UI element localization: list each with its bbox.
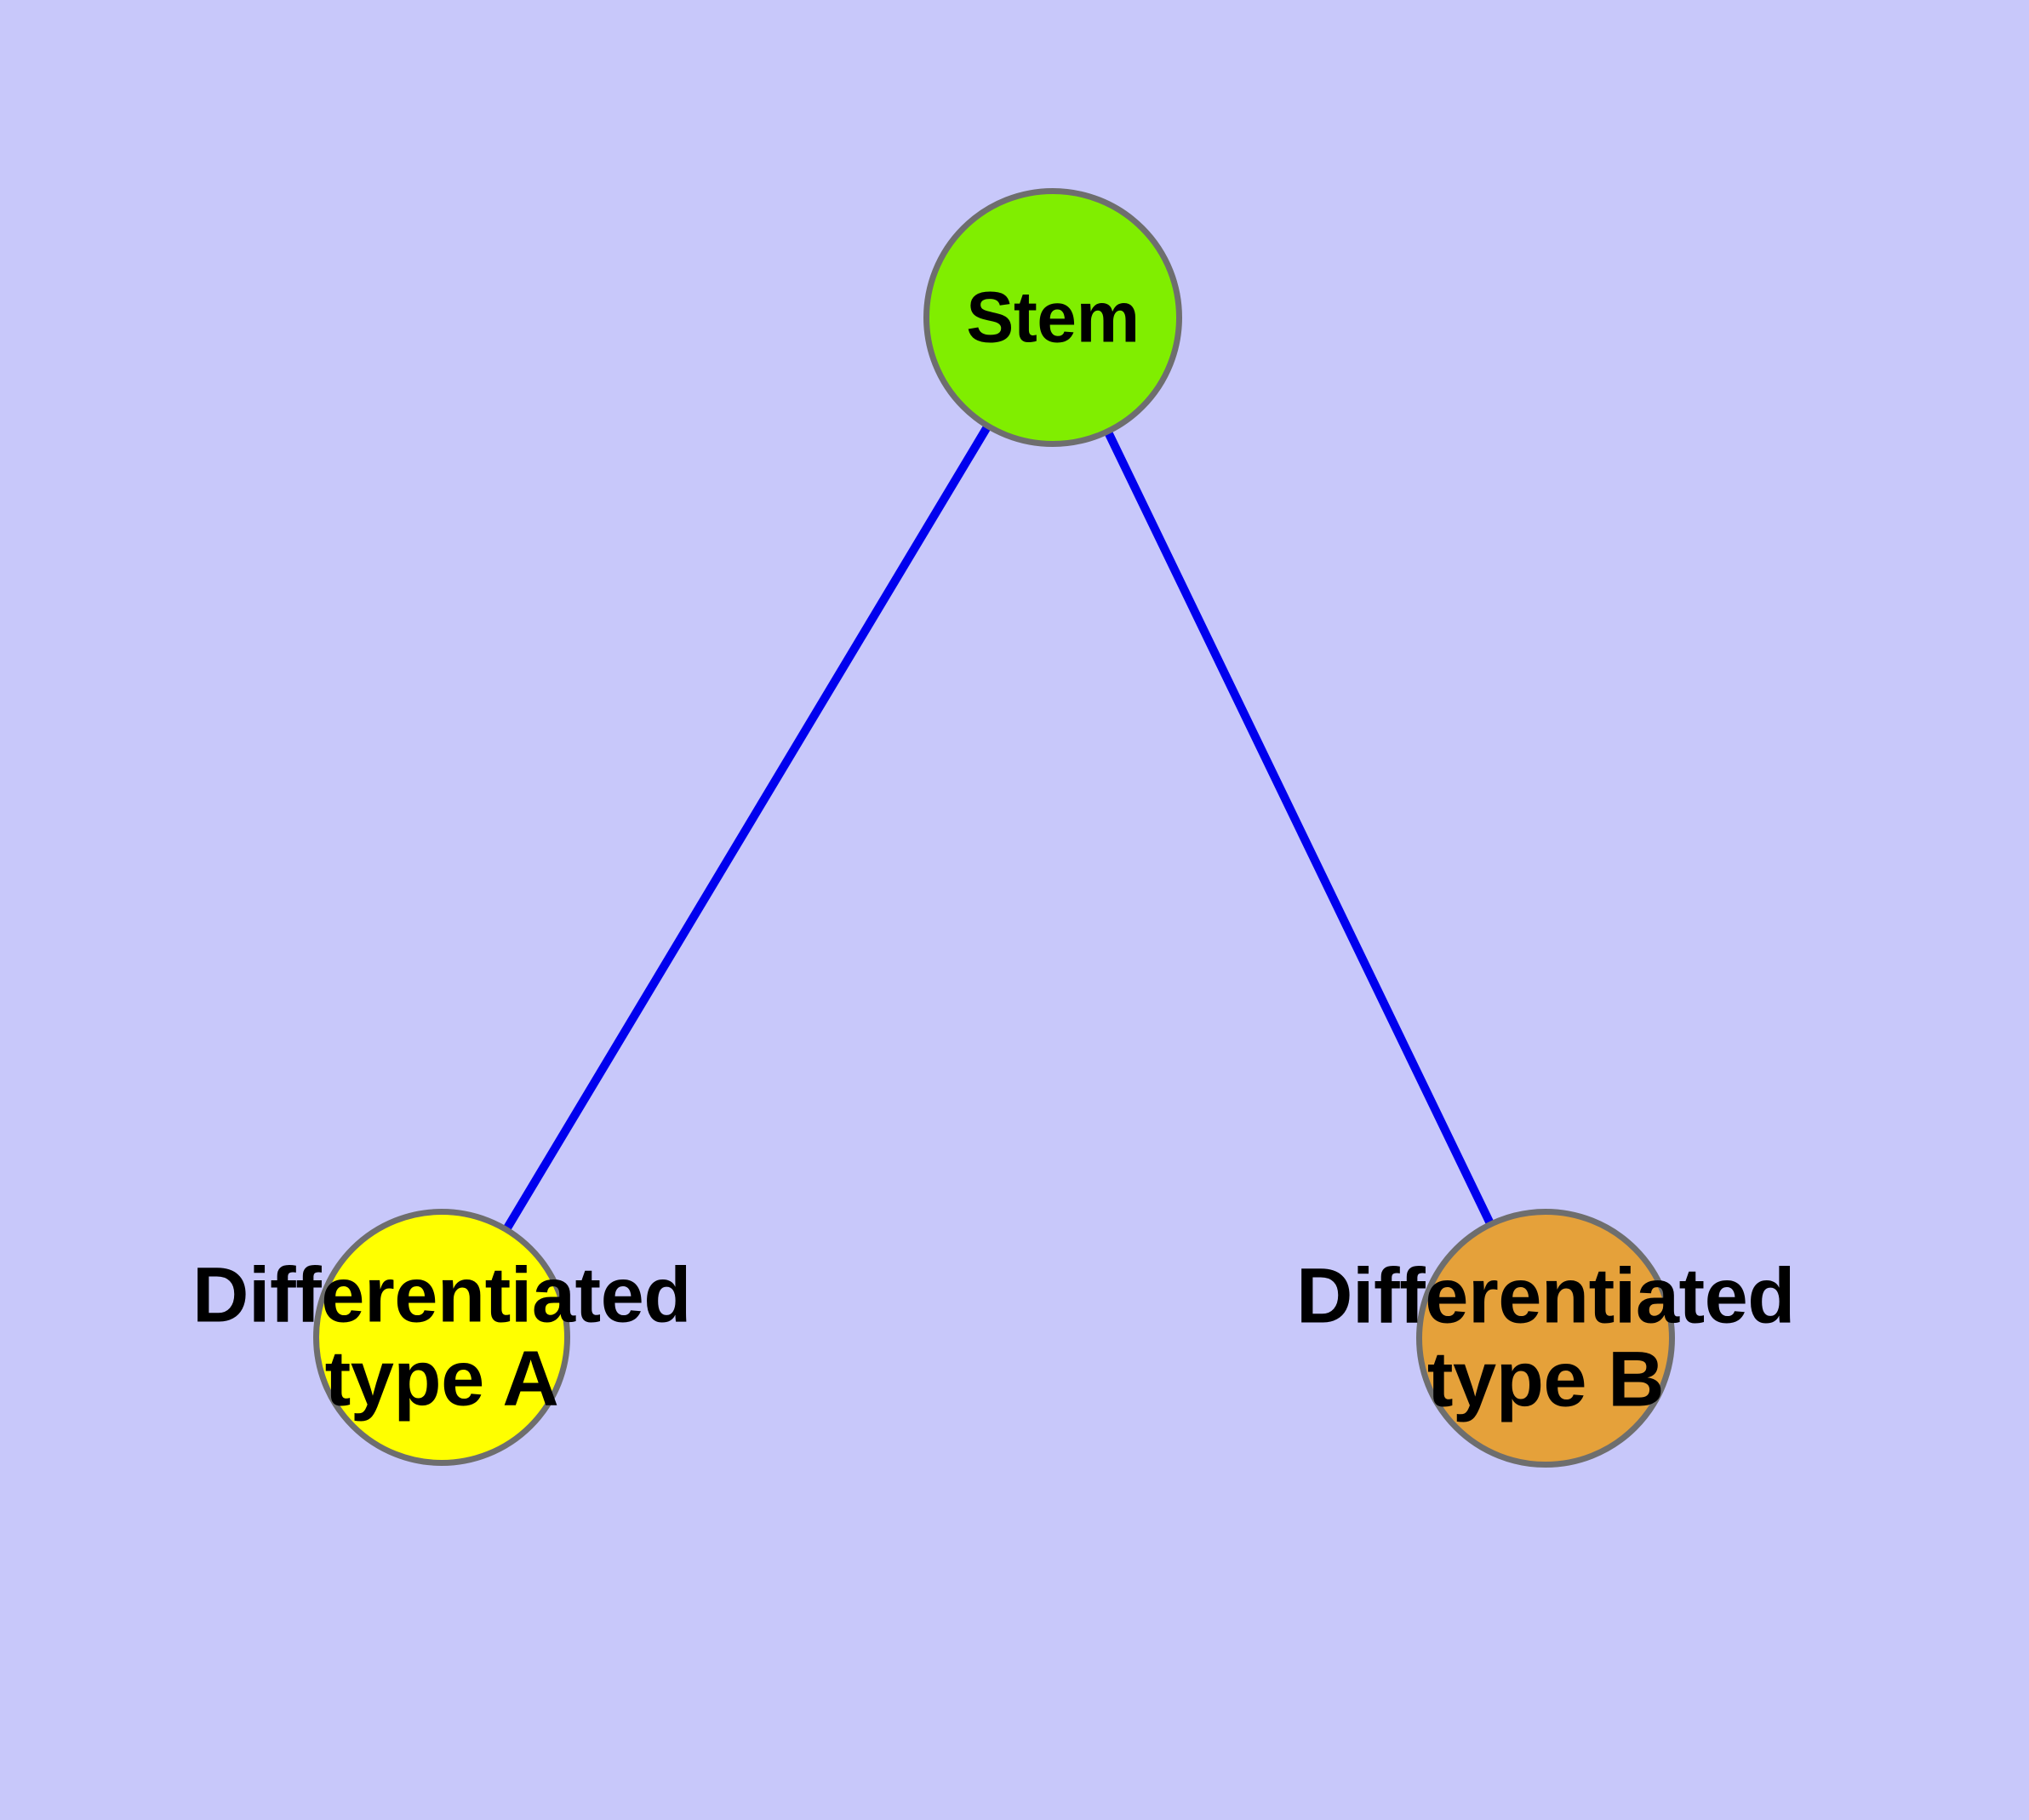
- edge-stem-diff-b: [1103, 429, 1495, 1227]
- edge-stem-diff-a: [502, 423, 992, 1233]
- node-layer: [313, 188, 1675, 1468]
- node-circle-diff_a[interactable]: [313, 1209, 570, 1466]
- node-circle-stem[interactable]: [923, 188, 1182, 447]
- edge-layer: [502, 423, 1495, 1233]
- node-circle-diff_b[interactable]: [1416, 1209, 1675, 1468]
